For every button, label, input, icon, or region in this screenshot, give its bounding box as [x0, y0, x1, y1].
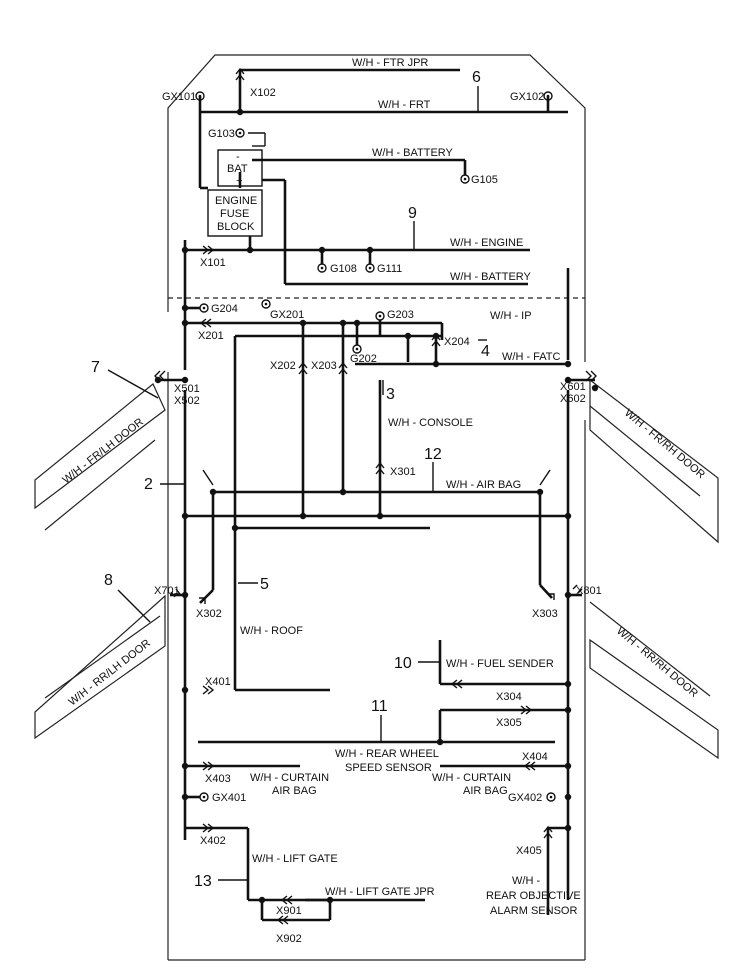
gnd-g105: G105	[471, 174, 498, 186]
conn-x302: X302	[196, 608, 222, 620]
callout-8: 8	[104, 572, 113, 589]
conn-x401: X401	[205, 676, 231, 688]
conn-x701: X701	[154, 585, 180, 597]
connector-labels: X102 X101 X201 X202 X203 X204 X301 X302 …	[154, 87, 602, 945]
door-labels: W/H - FR/LH DOOR W/H - FR/RH DOOR W/H - …	[60, 407, 707, 708]
conn-x405: X405	[516, 845, 542, 857]
engine-fuse-label-2: FUSE	[220, 208, 249, 220]
conn-x502: X502	[174, 395, 200, 407]
vehicle-outline	[167, 54, 586, 961]
junctions	[154, 108, 599, 904]
conn-x902: X902	[276, 933, 302, 945]
callout-3: 3	[386, 386, 395, 403]
conn-x102: X102	[250, 87, 276, 99]
leaders	[107, 86, 487, 881]
harness-labels: W/H - FTR JPR W/H - FRT W/H - BATTERY W/…	[240, 57, 581, 917]
gnd-g204: G204	[211, 303, 238, 315]
callout-7: 7	[91, 359, 100, 376]
engine-fuse-block: ENGINE FUSE BLOCK	[207, 189, 263, 237]
label-curtain-r-1: W/H - CURTAIN	[432, 772, 511, 784]
gnd-g103: G103	[208, 128, 235, 140]
conn-x301: X301	[390, 466, 416, 478]
gnd-g203: G203	[387, 309, 414, 321]
label-engine: W/H - ENGINE	[450, 237, 523, 249]
callout-5: 5	[260, 576, 269, 593]
wires	[158, 68, 595, 922]
conn-x901: X901	[276, 905, 302, 917]
label-battery-low: W/H - BATTERY	[450, 271, 532, 283]
label-ip: W/H - IP	[490, 310, 532, 322]
callout-13: 13	[194, 873, 212, 890]
door-rr-rh	[589, 601, 719, 760]
conn-x101: X101	[200, 257, 226, 269]
label-air-bag: W/H - AIR BAG	[446, 479, 521, 491]
conn-x403: X403	[205, 773, 231, 785]
callout-6: 6	[472, 69, 481, 86]
conn-x202: X202	[270, 360, 296, 372]
label-rear-wheel-2: SPEED SENSOR	[345, 762, 432, 774]
callout-9: 9	[408, 205, 417, 222]
conn-x402: X402	[200, 835, 226, 847]
label-roof: W/H - ROOF	[240, 625, 303, 637]
label-frt: W/H - FRT	[378, 99, 431, 111]
label-rear-obj-1: W/H -	[512, 875, 540, 887]
door-fr-lh	[34, 383, 166, 531]
label-rear-wheel-1: W/H - REAR WHEEL	[335, 748, 439, 760]
bat-plus-label: +	[236, 175, 242, 187]
label-fr-lh-door: W/H - FR/LH DOOR	[60, 416, 145, 486]
conn-x801: X801	[576, 585, 602, 597]
engine-fuse-label-3: BLOCK	[217, 221, 255, 233]
conn-x201: X201	[198, 330, 224, 342]
label-fuel-sender: W/H - FUEL SENDER	[446, 658, 554, 670]
door-rr-lh	[34, 594, 166, 740]
label-battery-top: W/H - BATTERY	[372, 147, 454, 159]
conn-x203: X203	[311, 360, 337, 372]
label-lift-gate-jpr: W/H - LIFT GATE JPR	[325, 886, 435, 898]
label-rear-obj-3: ALARM SENSOR	[490, 905, 577, 917]
callout-10: 10	[394, 655, 412, 672]
label-curtain-r-2: AIR BAG	[463, 785, 508, 797]
conn-x204: X204	[444, 336, 470, 348]
gnd-gx402: GX402	[508, 792, 542, 804]
bat-label: BAT	[227, 163, 248, 175]
ground-labels: GX101 GX102 G103 G105 G108 G111 G204 GX2…	[162, 91, 544, 804]
callout-11: 11	[371, 698, 388, 715]
callout-2: 2	[144, 476, 153, 493]
label-curtain-l-1: W/H - CURTAIN	[250, 772, 329, 784]
connector-symbols	[154, 67, 597, 925]
engine-fuse-label-1: ENGINE	[215, 195, 257, 207]
label-curtain-l-2: AIR BAG	[272, 785, 317, 797]
conn-x602: X602	[560, 393, 586, 405]
callout-numbers: 2 3 4 5 6 7 8 9 10 11 12 13	[91, 69, 490, 890]
bat-minus-label: -	[236, 151, 240, 163]
label-console: W/H - CONSOLE	[388, 417, 473, 429]
conn-x501: X501	[174, 383, 200, 395]
conn-x601: X601	[560, 381, 586, 393]
door-fr-rh	[589, 378, 719, 544]
conn-x404: X404	[522, 751, 548, 763]
label-ftr-jpr: W/H - FTR JPR	[352, 57, 428, 69]
label-fatc: W/H - FATC	[502, 351, 561, 363]
conn-x303: X303	[532, 608, 558, 620]
gnd-gx102: GX102	[510, 91, 544, 103]
conn-x305: X305	[496, 717, 522, 729]
conn-x304: X304	[496, 691, 522, 703]
battery-component: - BAT +	[217, 149, 263, 187]
callout-12: 12	[424, 446, 442, 463]
gnd-gx401: GX401	[212, 792, 246, 804]
ground-symbols	[195, 91, 556, 802]
gnd-gx201: GX201	[270, 309, 304, 321]
label-rr-rh-door: W/H - RR/RH DOOR	[614, 625, 700, 700]
label-rear-obj-2: REAR OBJECTIVE	[486, 890, 581, 902]
gnd-g111: G111	[377, 263, 402, 275]
gnd-g202: G202	[350, 353, 377, 365]
label-lift-gate: W/H - LIFT GATE	[252, 853, 338, 865]
label-fr-rh-door: W/H - FR/RH DOOR	[622, 407, 707, 481]
gnd-gx101: GX101	[162, 91, 196, 103]
gnd-g108: G108	[330, 263, 357, 275]
callout-4: 4	[481, 343, 490, 360]
